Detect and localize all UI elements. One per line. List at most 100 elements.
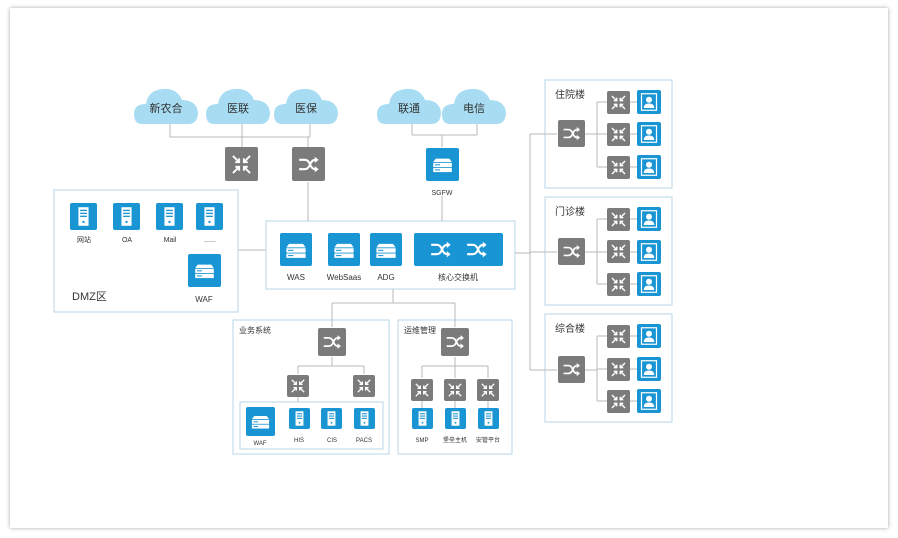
general-access-switch-1 — [607, 325, 630, 348]
ops-smp-label: SMP — [415, 438, 428, 444]
server-icon — [121, 207, 132, 226]
cloud-yilian — [206, 88, 270, 124]
business-switch — [318, 328, 346, 356]
general-user-1 — [637, 324, 661, 348]
core-switch — [414, 233, 503, 266]
dmz-oa-label: OA — [122, 237, 132, 244]
business-waf-label: WAF — [253, 441, 266, 447]
business-server-box — [239, 401, 384, 450]
ops-smp — [412, 408, 433, 429]
core-adg-label: ADG — [377, 273, 394, 282]
inpatient-user-3 — [637, 155, 661, 179]
inpatient-user-2 — [637, 122, 661, 146]
ops-security-platform — [478, 408, 499, 429]
rack-appliance-icon — [376, 243, 396, 258]
server-icon — [451, 411, 460, 426]
dmz-zone-box — [53, 189, 239, 313]
outpatient-user-1 — [637, 207, 661, 231]
rack-appliance-icon — [433, 158, 452, 173]
dmz-server-mail — [156, 203, 183, 230]
dmz-server-oa — [113, 203, 140, 230]
server-icon — [204, 207, 215, 226]
core-switch-label: 核心交换机 — [438, 272, 478, 282]
server-icon — [327, 411, 336, 426]
inpatient-access-switch-3 — [607, 156, 630, 179]
ops-switch — [441, 328, 469, 356]
dmz-mail-label: Mail — [164, 237, 177, 244]
cloud-xinnonghe-label: 新农合 — [150, 101, 183, 115]
outpatient-user-3 — [637, 272, 661, 296]
core-zone-box — [265, 220, 516, 290]
rack-appliance-icon — [195, 264, 214, 279]
business-agg-switch-left — [287, 375, 309, 397]
connection-lines — [169, 101, 637, 402]
server-icon — [78, 207, 89, 226]
business-pacs-label: PACS — [356, 438, 372, 444]
ops-bastion-label: 堡垒主机 — [443, 436, 467, 444]
general-access-switch-2 — [607, 358, 630, 381]
business-his-label: HIS — [294, 438, 304, 444]
business-his — [289, 408, 310, 429]
dmz-wangzhan-label: 网站 — [77, 235, 91, 244]
core-adg — [370, 233, 402, 266]
dmz-title: DMZ区 — [72, 291, 107, 303]
rack-appliance-icon — [251, 416, 270, 429]
ops-agg-switch-3 — [477, 379, 499, 401]
dmz-server-wangzhan — [70, 203, 97, 230]
core-websaas — [328, 233, 360, 266]
ops-agg-switch-2 — [444, 379, 466, 401]
building-outpatient-label: 门诊楼 — [555, 205, 585, 218]
business-cis — [321, 408, 342, 429]
business-title: 业务系统 — [239, 325, 271, 335]
cloud-liantong-label: 联通 — [398, 102, 420, 115]
ops-bastion — [445, 408, 466, 429]
ops-security-platform-label: 安管平台 — [476, 436, 500, 444]
cloud-dianxin-label: 电信 — [463, 102, 485, 115]
business-waf — [246, 407, 275, 436]
outpatient-building-box — [544, 196, 673, 306]
outpatient-building-switch — [558, 238, 585, 265]
ops-agg-switch-1 — [411, 379, 433, 401]
rack-appliance-icon — [334, 243, 354, 258]
general-user-3 — [637, 389, 661, 413]
sgfw-firewall — [426, 148, 459, 181]
outpatient-user-2 — [637, 240, 661, 264]
general-building-switch — [558, 356, 585, 383]
dmz-server-more — [196, 203, 223, 230]
inpatient-access-switch-2 — [607, 123, 630, 146]
rack-appliance-icon — [286, 243, 306, 258]
inpatient-building-switch — [558, 120, 585, 147]
business-cis-label: CIS — [327, 438, 337, 444]
core-was-label: WAS — [287, 273, 305, 282]
inpatient-access-switch-1 — [607, 91, 630, 114]
cloud-liantong — [377, 88, 441, 124]
business-zone-box — [232, 319, 390, 455]
dmz-more-label: ...... — [204, 237, 216, 244]
core-was — [280, 233, 312, 266]
general-access-switch-3 — [607, 390, 630, 413]
outpatient-access-switch-3 — [607, 273, 630, 296]
dmz-waf — [188, 254, 221, 287]
general-building-box — [544, 313, 673, 423]
building-general-label: 综合楼 — [555, 322, 585, 335]
building-inpatient-label: 住院楼 — [555, 88, 585, 101]
business-agg-switch-right — [353, 375, 375, 397]
cloud-yilian-label: 医联 — [227, 102, 249, 115]
cloud-xinnonghe — [134, 88, 198, 124]
cloud-yibao-label: 医保 — [295, 101, 317, 115]
ops-title: 运维管理 — [404, 325, 436, 335]
business-pacs — [354, 408, 375, 429]
server-icon — [164, 207, 175, 226]
core-websaas-label: WebSaas — [327, 273, 362, 282]
server-icon — [360, 411, 369, 426]
cloud-dianxin — [442, 88, 506, 124]
server-icon — [418, 411, 427, 426]
outpatient-access-switch-1 — [607, 208, 630, 231]
outpatient-access-switch-2 — [607, 240, 630, 263]
dmz-waf-label: WAF — [195, 295, 213, 304]
cloud-yibao — [274, 88, 338, 124]
server-icon — [484, 411, 493, 426]
inpatient-user-1 — [637, 90, 661, 114]
general-user-2 — [637, 357, 661, 381]
